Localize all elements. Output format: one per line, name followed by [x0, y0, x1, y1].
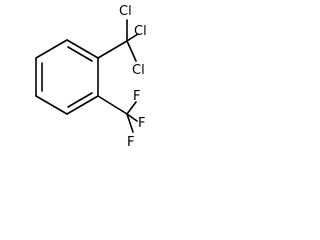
- trichloromethyl-group: Cl Cl Cl: [97, 4, 147, 78]
- c-f-bond: [126, 101, 137, 115]
- fluorine-label-right: F: [138, 116, 145, 131]
- ring-bond: [35, 39, 68, 59]
- c-cl-bond: [126, 40, 137, 62]
- ring-double-bond: [67, 92, 93, 108]
- c-cl-bond: [126, 33, 139, 42]
- chlorine-label-right-upper: Cl: [134, 24, 147, 39]
- ring-bond: [66, 95, 99, 115]
- ring-to-cf3-bond: [97, 95, 128, 115]
- c-f-bond: [126, 113, 138, 122]
- ring-bond: [66, 39, 99, 59]
- ring-double-bond: [67, 46, 93, 62]
- fluorine-label-top: F: [133, 89, 140, 104]
- ring-to-ccl3-bond: [97, 40, 128, 59]
- chlorine-label-top: Cl: [119, 4, 132, 19]
- chlorine-label-right-lower: Cl: [132, 63, 145, 78]
- c-f-bond: [126, 113, 134, 133]
- benzene-ring: [35, 39, 99, 115]
- ring-bond: [35, 95, 68, 115]
- trifluoromethyl-group: F F F: [97, 89, 145, 150]
- structural-formula: Cl Cl Cl F F F: [35, 4, 147, 150]
- fluorine-label-bottom: F: [127, 135, 134, 150]
